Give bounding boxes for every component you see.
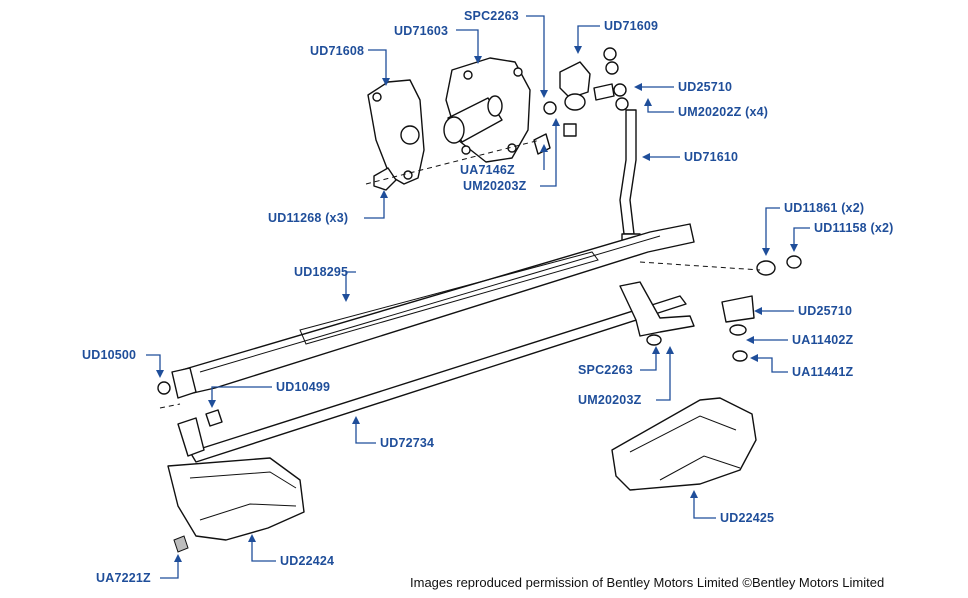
label-um20203z-bottom: UM20203Z <box>578 393 642 407</box>
leader-lines <box>146 15 810 579</box>
label-ud25710-top: UD25710 <box>678 80 733 94</box>
label-ud18295: UD18295 <box>294 265 349 279</box>
label-spc2263-bottom: SPC2263 <box>578 363 633 377</box>
label-ua7221z: UA7221Z <box>96 571 151 585</box>
label-ud22425: UD22425 <box>720 511 775 525</box>
label-ud72734: UD72734 <box>380 436 435 450</box>
wiper-motor <box>443 95 503 144</box>
label-ua7146z: UA7146Z <box>460 163 515 177</box>
label-um20202z: UM20202Z (x4) <box>678 105 769 119</box>
label-ud71610: UD71610 <box>684 150 739 164</box>
label-ud11158: UD11158 (x2) <box>814 221 894 235</box>
copyright-credit: Images reproduced permission of Bentley … <box>410 575 885 590</box>
mounting-plate-ud71608 <box>367 79 425 185</box>
cross-member-ud18295 <box>171 223 695 399</box>
label-ud71608: UD71608 <box>310 44 365 58</box>
label-um20203z-top: UM20203Z <box>463 179 527 193</box>
label-ud11861: UD11861 (x2) <box>784 201 865 215</box>
label-ud11268: UD11268 (x3) <box>268 211 349 225</box>
label-ua11441z: UA11441Z <box>792 365 854 379</box>
label-ud71609: UD71609 <box>604 19 659 33</box>
label-ua11402z: UA11402Z <box>792 333 854 347</box>
link-rod-ud71610 <box>619 109 641 249</box>
label-ud25710-mid: UD25710 <box>798 304 853 318</box>
label-ud10499: UD10499 <box>276 380 331 394</box>
label-ud71603: UD71603 <box>394 24 449 38</box>
crank-ud71609 <box>543 47 629 115</box>
label-ud10500: UD10500 <box>82 348 137 362</box>
bracket-ud22425 <box>611 397 757 491</box>
drive-rod-ud72734 <box>157 255 802 463</box>
label-spc2263-top: SPC2263 <box>464 9 519 23</box>
label-ud22424: UD22424 <box>280 554 335 568</box>
bracket-ud22424 <box>167 457 305 553</box>
